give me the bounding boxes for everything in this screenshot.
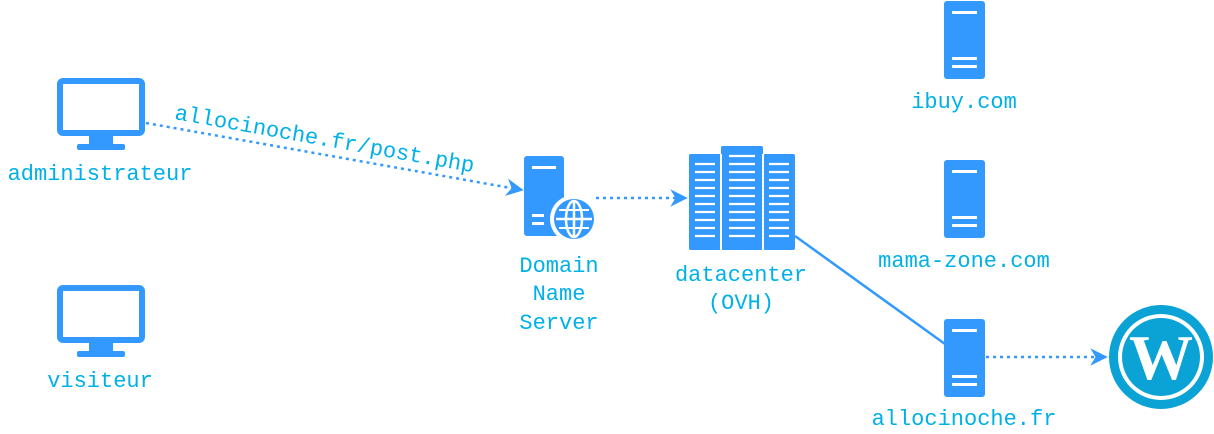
- edge-administrateur-to-dns: [145, 121, 524, 196]
- server-icon: [944, 160, 985, 238]
- mama-zone-label: mama-zone.com: [878, 249, 1050, 274]
- svg-text:W: W: [1129, 322, 1193, 393]
- dns-label-line2: Name: [533, 282, 586, 307]
- edge-datacenter-to-allocinoche: [794, 234, 946, 346]
- server-icon: [944, 1, 985, 79]
- dns-label-line3: Server: [519, 311, 598, 336]
- datacenter-icon: [689, 146, 795, 250]
- datacenter-label-line2: (OVH): [708, 291, 774, 316]
- monitor-icon: [57, 285, 145, 357]
- administrateur-label: administrateur: [8, 162, 193, 187]
- ibuy-label: ibuy.com: [911, 90, 1017, 115]
- datacenter-label-line1: datacenter: [675, 263, 807, 288]
- visiteur-label: visiteur: [47, 369, 153, 394]
- wordpress-icon: W: [1109, 305, 1213, 409]
- allocinoche-label: allocinoche.fr: [872, 407, 1057, 432]
- edge-label-url: allocinoche.fr/post.php: [173, 101, 476, 179]
- dns-label-line1: Domain: [519, 254, 598, 279]
- web-server-icon: [524, 156, 598, 243]
- monitor-icon: [57, 78, 145, 150]
- server-icon: [944, 319, 985, 397]
